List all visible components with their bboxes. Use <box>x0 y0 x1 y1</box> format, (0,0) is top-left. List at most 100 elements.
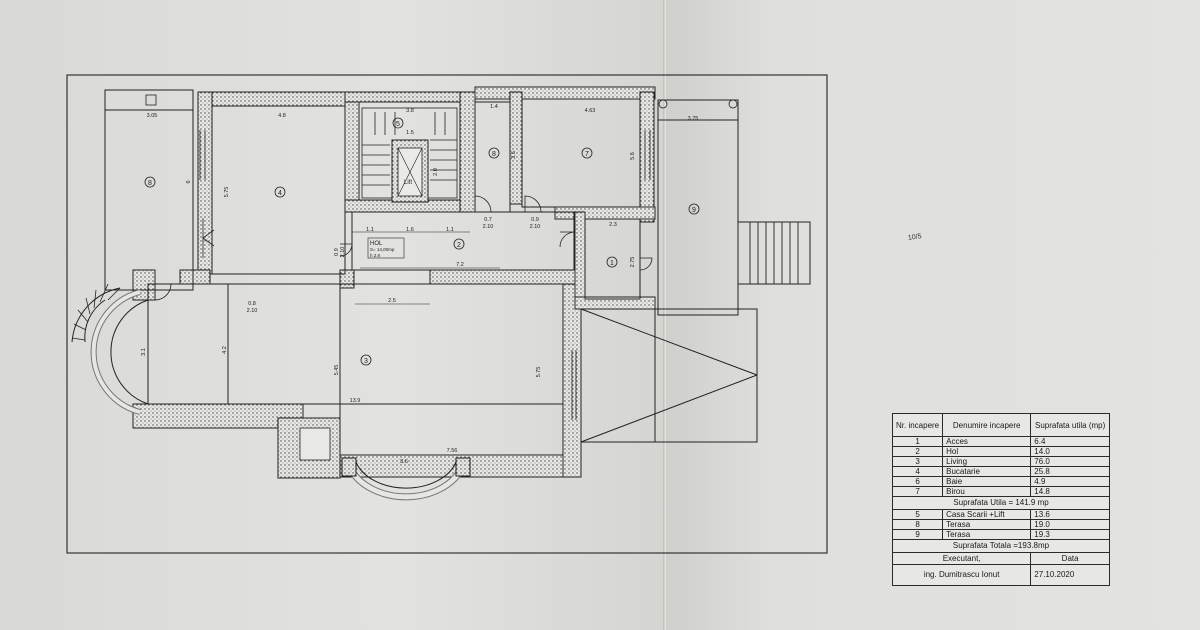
table-row: 5 Casa Scarii +Lift 13.6 <box>891 509 1110 520</box>
row-nr: 3 <box>891 456 944 467</box>
dim-2-3: 2.3 <box>609 222 617 228</box>
dim-5-75b: 5.75 <box>536 367 542 378</box>
room-number-7: 7 <box>585 151 589 158</box>
table-row: 9 Terasa 19.3 <box>891 529 1110 540</box>
table-row: 8 Terasa 19.0 <box>891 519 1110 530</box>
table-row: 7 Birou 14.8 <box>891 486 1110 497</box>
dim-5-45: 5.45 <box>334 365 340 376</box>
row-area: 6.4 <box>1030 436 1110 447</box>
row-area: 13.6 <box>1030 509 1110 520</box>
room-number-5: 5 <box>396 121 400 128</box>
header-suprafata: Suprafata utila (mp) <box>1030 413 1110 437</box>
dim-0-8: 0.8 <box>248 301 256 307</box>
interior-stair <box>361 107 458 199</box>
room-number-9: 9 <box>692 207 696 214</box>
dim-2-5: 2.5 <box>388 298 396 304</box>
table-row: 2 Hol 14.0 <box>891 446 1110 457</box>
row-nr: 2 <box>891 446 944 457</box>
row-name: Hol <box>942 446 1032 457</box>
row-name: Terasa <box>942 519 1032 530</box>
doors <box>154 195 653 301</box>
room-number-8a: 8 <box>148 180 152 187</box>
dim-1-5: 1.5 <box>406 130 414 136</box>
vertical-dimension-labels: 6 5.75 2.0 3.5 5.6 0.9 2.10 2.75 3.1 4.2… <box>141 151 636 377</box>
room-number-1: 1 <box>610 260 614 267</box>
lift-label: Lift <box>404 180 412 186</box>
dim-2-10d: 2.10 <box>340 247 346 258</box>
row-nr: 4 <box>891 466 944 477</box>
total-area: Suprafata Totala =193.8mp <box>892 539 1110 553</box>
dim-11b: 1.1 <box>446 227 454 233</box>
dim-1-4: 1.4 <box>490 104 498 110</box>
dim-4-2: 4.2 <box>222 346 228 354</box>
executant-name: ing. Dumitrascu Ionut <box>891 564 1032 586</box>
dim-5-75a: 5.75 <box>224 187 230 198</box>
executant-row: Executant, Data <box>891 552 1110 565</box>
row-area: 4.9 <box>1030 476 1110 487</box>
dim-3-75: 3.75 <box>688 116 699 122</box>
dim-0-9a: 0.9 <box>531 217 539 223</box>
room-number-2: 2 <box>457 242 461 249</box>
total-row: Suprafata Totala =193.8mp <box>892 539 1110 553</box>
table-row: 1 Acces 6.4 <box>891 436 1110 447</box>
room-number-4: 4 <box>278 190 282 197</box>
row-nr: 7 <box>891 486 944 497</box>
room-numbers: 8 4 2 3 5 8 7 1 9 <box>148 121 696 365</box>
row-area: 19.0 <box>1030 519 1110 530</box>
table-header-row: Nr. incapere Denumire incapere Suprafata… <box>891 413 1110 437</box>
dim-4-8: 4.8 <box>278 113 286 119</box>
dim-0-9b: 0.9 <box>334 248 340 256</box>
dim-11a: 1.1 <box>366 227 374 233</box>
row-area: 14.8 <box>1030 486 1110 497</box>
row-name: Living <box>942 456 1032 467</box>
useful-total: Suprafata Utila = 141.9 mp <box>892 496 1110 510</box>
spiral-stair-treads <box>71 283 121 341</box>
hol-label-box <box>367 237 405 259</box>
room-number-8b: 8 <box>492 151 496 158</box>
row-nr: 9 <box>891 529 944 540</box>
dimension-labels: 3.05 4.8 3.8 1.4 4.63 3.75 1.5 1.1 1.6 1… <box>147 104 699 465</box>
dim-2-10c: 2.10 <box>247 308 258 314</box>
dim-2-75: 2.75 <box>630 257 636 268</box>
room-area-table: Nr. incapere Denumire incapere Suprafata… <box>891 413 1110 586</box>
useful-total-row: Suprafata Utila = 141.9 mp <box>892 496 1110 510</box>
bottom-bay <box>346 461 466 501</box>
hol-height-label: h 2.8 <box>370 253 381 258</box>
dim-2-10b: 2.10 <box>530 224 541 230</box>
row-area: 19.3 <box>1030 529 1110 540</box>
row-name: Acces <box>942 436 1032 447</box>
row-name: Bucatarie <box>942 466 1032 477</box>
window-marks <box>199 130 651 420</box>
hol-label: HOL <box>370 241 383 247</box>
dim-3-6: 3.6 <box>400 459 408 465</box>
table-row: 6 Baie 4.9 <box>891 476 1110 487</box>
row-name: Baie <box>942 476 1032 487</box>
row-name: Terasa <box>942 529 1032 540</box>
dim-5-6: 5.6 <box>630 152 636 160</box>
row-nr: 6 <box>891 476 944 487</box>
hol-area-label: S= 14,00mp <box>370 247 395 252</box>
row-nr: 8 <box>891 519 944 530</box>
row-name: Birou <box>942 486 1032 497</box>
dim-2-10a: 2.10 <box>483 224 494 230</box>
header-denumire: Denumire incapere <box>942 413 1032 437</box>
dim-0-7: 0.7 <box>484 217 492 223</box>
dim-13-9: 13.9 <box>350 398 361 404</box>
row-nr: 1 <box>891 436 944 447</box>
table-row: 4 Bucatarie 25.8 <box>891 466 1110 477</box>
dimension-lines <box>150 231 560 405</box>
data-label: Data <box>1030 552 1110 565</box>
row-area: 25.8 <box>1030 466 1110 477</box>
dim-3-5: 3.5 <box>511 151 517 159</box>
dim-4-63: 4.63 <box>585 108 596 114</box>
dim-7-2: 7.2 <box>456 262 464 268</box>
executant-label: Executant, <box>891 552 1032 565</box>
dim-6: 6 <box>186 180 192 183</box>
row-nr: 5 <box>891 509 944 520</box>
header-nr: Nr. incapere <box>891 413 944 437</box>
dim-2-0: 2.0 <box>433 168 439 176</box>
dim-7-56: 7.56 <box>447 448 458 454</box>
dim-3-1: 3.1 <box>141 348 147 356</box>
room-number-3: 3 <box>364 358 368 365</box>
